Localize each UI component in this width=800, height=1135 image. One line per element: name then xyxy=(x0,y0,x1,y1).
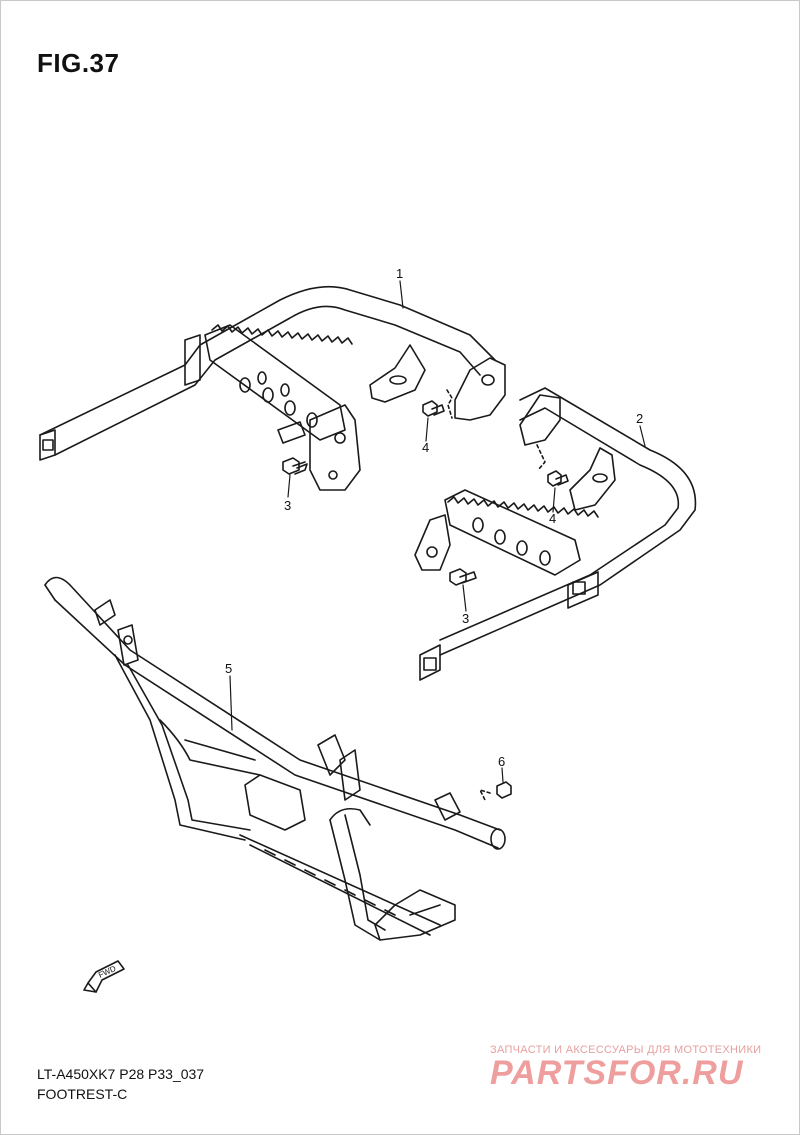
part-1-footrest-bracket-left[interactable] xyxy=(39,285,506,491)
figure-title: FIG.37 xyxy=(37,48,120,78)
part-5-front-guard-frame[interactable] xyxy=(44,576,506,941)
callout-5: 5 xyxy=(225,661,232,676)
figure-code: LT-A450XK7 P28 P33_037 xyxy=(37,1066,205,1082)
callout-3: 3 xyxy=(284,498,291,513)
fwd-arrow-icon: FWD xyxy=(83,960,125,993)
part-2-footrest-bracket-right[interactable] xyxy=(414,387,697,681)
part-3-bolt[interactable] xyxy=(449,568,477,586)
watermark-brand: PARTSFOR.RU xyxy=(490,1054,744,1092)
part-4-bolt[interactable] xyxy=(422,389,453,419)
callout-4: 4 xyxy=(422,440,429,455)
figure-name: FOOTREST-C xyxy=(37,1086,128,1102)
part-4-bolt[interactable] xyxy=(536,444,569,487)
callout-3: 3 xyxy=(462,611,469,626)
callout-1: 1 xyxy=(396,266,403,281)
part-6-bolt[interactable] xyxy=(479,781,512,803)
callout-6: 6 xyxy=(498,754,505,769)
callout-4: 4 xyxy=(549,511,556,526)
watermark-subtitle: ЗАПЧАСТИ И АКСЕССУАРЫ ДЛЯ МОТОТЕХНИКИ xyxy=(490,1044,762,1056)
leader-lines xyxy=(229,280,646,783)
part-3-bolt[interactable] xyxy=(282,457,308,475)
callout-2: 2 xyxy=(636,411,643,426)
